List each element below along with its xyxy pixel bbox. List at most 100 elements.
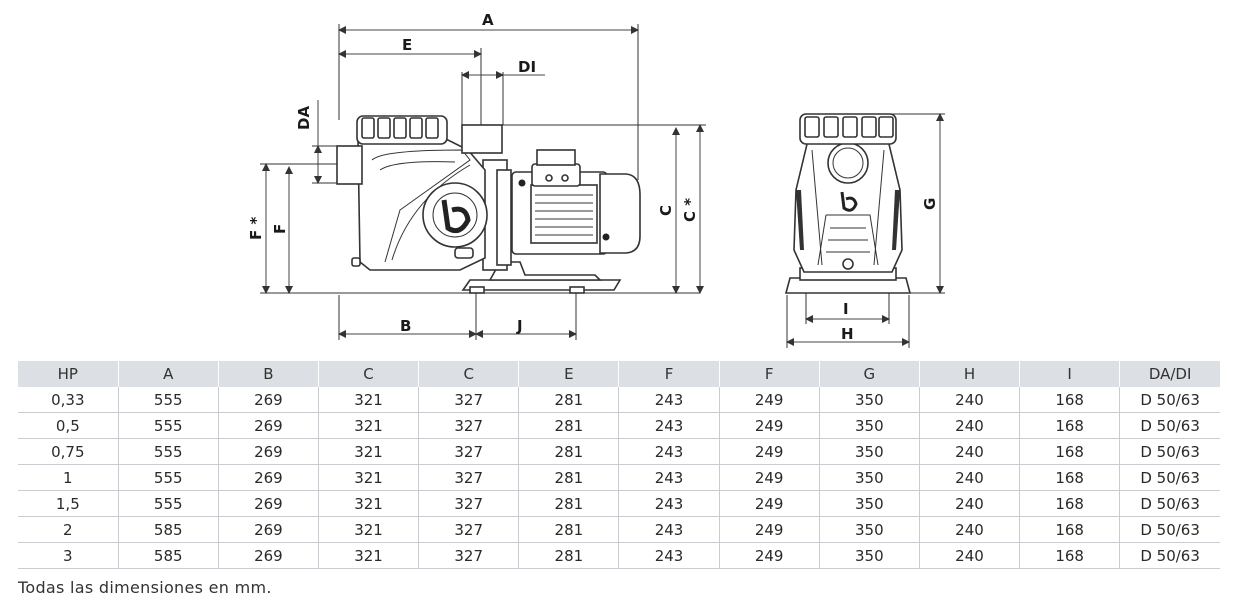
table-cell: 168 [1019,542,1121,569]
table-cell: 269 [218,542,319,569]
table-cell: 350 [819,490,920,517]
table-cell: 269 [218,438,319,465]
table-cell: 168 [1019,516,1121,543]
dimensions-note: Todas las dimensiones en mm. [18,578,272,597]
table-cell: 240 [919,490,1021,517]
table-cell: 243 [618,516,720,543]
table-cell: 0,33 [18,387,119,413]
column-header: A [118,361,219,387]
column-header: C [318,361,420,387]
table-cell: 240 [919,516,1021,543]
table-cell: 269 [218,387,319,413]
table-cell: 321 [318,490,420,517]
dim-label-c: C [657,205,675,216]
dim-label-f: F [271,224,289,234]
table-cell: 168 [1019,438,1121,465]
table-cell: 240 [919,387,1021,413]
dim-label-f-star: F * [247,217,265,240]
table-cell: 249 [719,438,820,465]
table-cell: 249 [719,490,820,517]
table-cell: 585 [118,516,219,543]
table-cell: 321 [318,387,420,413]
table-cell: D 50/63 [1119,490,1220,517]
column-header: F [719,361,820,387]
table-cell: 350 [819,464,920,491]
table-cell: 269 [218,516,319,543]
table-cell: 243 [618,438,720,465]
table-cell: 240 [919,464,1021,491]
column-header: E [518,361,620,387]
table-cell: 168 [1019,464,1121,491]
table-cell: 240 [919,542,1021,569]
table-cell: 249 [719,516,820,543]
table-cell: 281 [518,412,620,439]
table-cell: 350 [819,516,920,543]
table-cell: 243 [618,464,720,491]
table-cell: 0,5 [18,412,119,439]
table-cell: 269 [218,464,319,491]
dim-label-di: DI [518,58,536,76]
table-cell: 321 [318,542,420,569]
table-cell: 327 [418,412,520,439]
table-cell: 243 [618,490,720,517]
table-cell: 321 [318,412,420,439]
dim-label-a: A [482,11,494,29]
table-cell: 555 [118,387,219,413]
table-cell: 269 [218,412,319,439]
table-cell: 281 [518,542,620,569]
pump-body-front [784,113,912,294]
table-cell: 321 [318,464,420,491]
table-cell: D 50/63 [1119,464,1220,491]
table-cell: 281 [518,516,620,543]
table-cell: 1,5 [18,490,119,517]
table-cell: 350 [819,438,920,465]
dim-label-h: H [841,325,854,343]
table-cell: 249 [719,387,820,413]
table-cell: 0,75 [18,438,119,465]
table-cell: 327 [418,516,520,543]
table-cell: 555 [118,438,219,465]
table-cell: 281 [518,387,620,413]
table-cell: 327 [418,464,520,491]
table-cell: 240 [919,412,1021,439]
column-header: B [218,361,319,387]
table-cell: 321 [318,516,420,543]
table-cell: D 50/63 [1119,542,1220,569]
table-cell: 269 [218,490,319,517]
dim-label-c-star: C * [681,198,699,222]
table-cell: 555 [118,412,219,439]
table-cell: D 50/63 [1119,516,1220,543]
table-cell: 281 [518,438,620,465]
table-cell: 249 [719,412,820,439]
table-cell: D 50/63 [1119,438,1220,465]
table-cell: 327 [418,438,520,465]
column-header: H [919,361,1021,387]
dim-label-i: I [843,300,849,318]
table-cell: D 50/63 [1119,412,1220,439]
pump-body-side [336,115,641,294]
column-header: C [418,361,520,387]
table-cell: 249 [719,464,820,491]
column-header: HP [18,361,119,387]
pump-front-view: G I H [784,113,945,348]
table-cell: 3 [18,542,119,569]
table-cell: 240 [919,438,1021,465]
dim-label-g: G [921,198,939,210]
dim-label-da: DA [295,106,313,130]
table-cell: 243 [618,387,720,413]
column-header: DA/DI [1119,361,1220,387]
table-cell: 2 [18,516,119,543]
column-header: G [819,361,920,387]
table-cell: 243 [618,412,720,439]
table-cell: 1 [18,464,119,491]
table-cell: 555 [118,464,219,491]
table-cell: 168 [1019,412,1121,439]
dim-label-b: B [400,317,411,335]
